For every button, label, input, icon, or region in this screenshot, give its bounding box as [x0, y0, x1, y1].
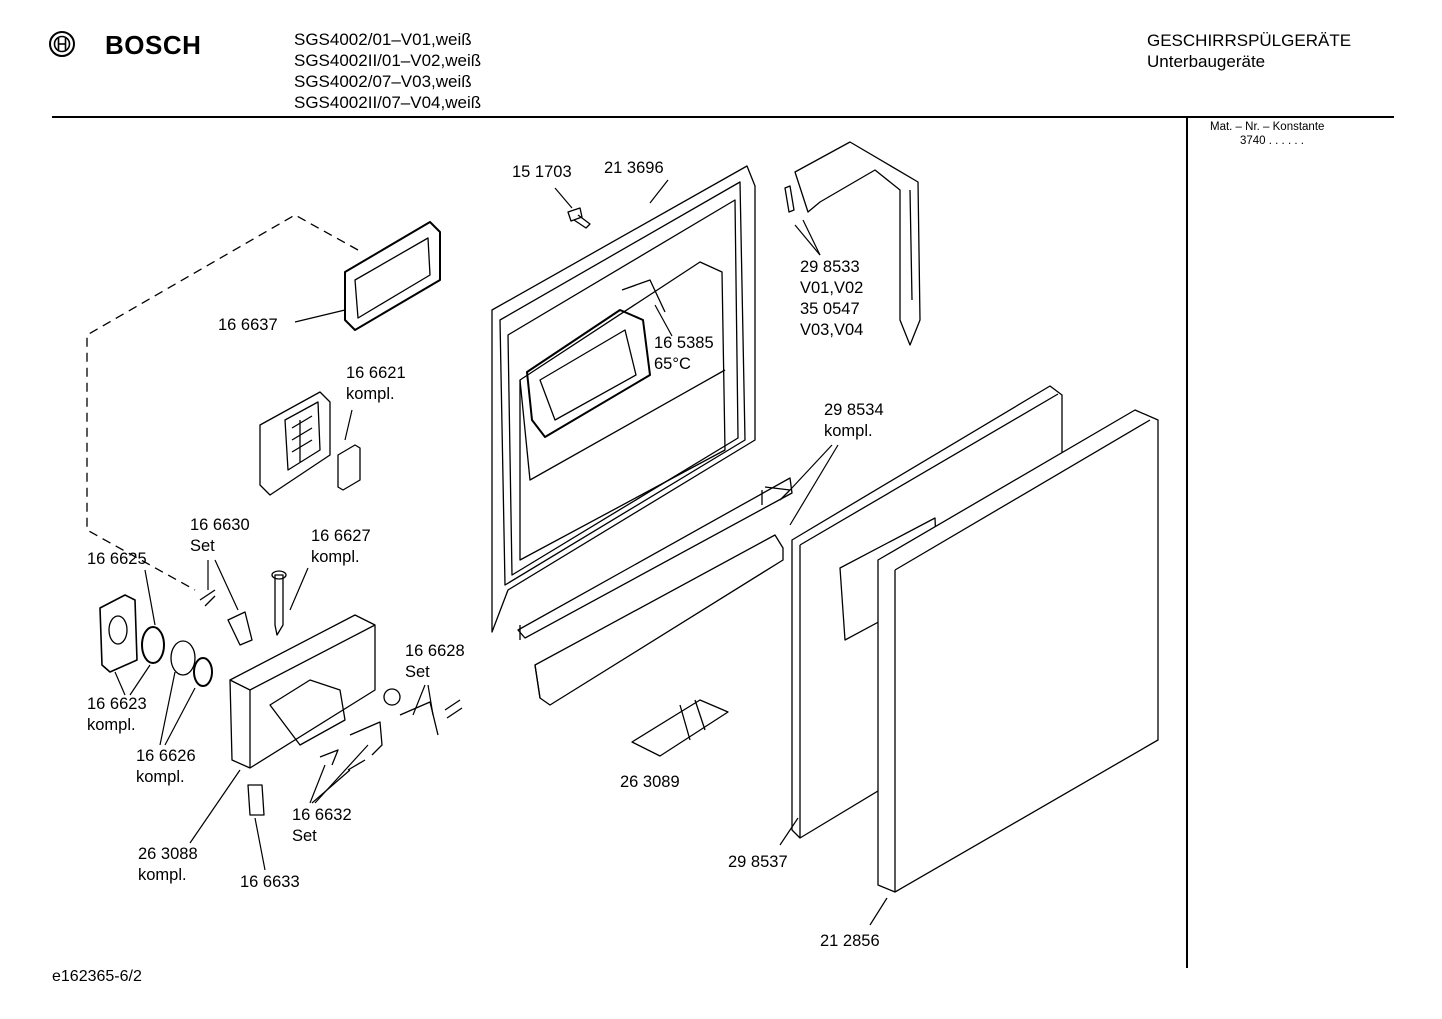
detergent-dispenser	[229, 614, 376, 769]
sidebar-divider	[1186, 118, 1188, 968]
part-label-166623: 16 6623 kompl.	[87, 695, 147, 734]
dashed-assembly-line	[86, 214, 359, 591]
part-label-166628: 16 6628 Set	[405, 642, 465, 681]
part-label-165385: 16 5385 65°C	[654, 334, 714, 373]
category-title: GESCHIRRSPÜLGERÄTE	[1147, 31, 1352, 50]
detergent-cover	[259, 391, 361, 496]
part-label-213696: 21 3696	[604, 159, 664, 177]
model-line: SGS4002/07–V03,weiß	[294, 72, 472, 91]
part-label-166626: 16 6626 kompl.	[136, 747, 196, 786]
bosch-logo-icon	[49, 31, 75, 57]
material-number-value: 3740 . . . . . .	[1240, 135, 1304, 147]
small-parts-right	[247, 688, 463, 816]
part-label-166625: 16 6625	[87, 550, 147, 568]
header-divider	[52, 116, 1394, 118]
drawing-code: e162365-6/2	[52, 968, 142, 985]
model-list: SGS4002/01–V01,weiß SGS4002II/01–V02,wei…	[294, 29, 481, 113]
brand-name: BOSCH	[105, 30, 202, 60]
part-label-298533: 29 8533 V01,V02 35 0547 V03,V04	[800, 258, 864, 339]
small-parts-left	[99, 570, 287, 687]
side-bracket	[784, 141, 921, 346]
category-subtitle: Unterbaugeräte	[1147, 52, 1266, 71]
part-label-166637: 16 6637	[218, 316, 278, 334]
part-label-166633: 16 6633	[240, 873, 300, 891]
part-label-151703: 15 1703	[512, 163, 572, 181]
screw-part	[567, 207, 591, 229]
part-label-166632: 16 6632 Set	[292, 806, 352, 845]
leader-lines	[114, 179, 888, 926]
model-line: SGS4002II/01–V02,weiß	[294, 51, 482, 70]
part-label-166621: 16 6621 kompl.	[346, 364, 406, 403]
model-line: SGS4002/01–V01,weiß	[294, 30, 472, 49]
material-number-block: Mat. – Nr. – Konstante 3740 . . . . . .	[1210, 120, 1324, 148]
part-label-298537: 29 8537	[728, 853, 788, 871]
model-line: SGS4002II/07–V04,weiß	[294, 93, 482, 112]
category-block: GESCHIRRSPÜLGERÄTE Unterbaugeräte	[1147, 30, 1351, 72]
part-label-263088: 26 3088 kompl.	[138, 845, 198, 884]
part-label-166630: 16 6630 Set	[190, 516, 250, 555]
part-label-263089: 26 3089	[620, 773, 680, 791]
part-label-212856: 21 2856	[820, 932, 880, 950]
decor-panel	[877, 409, 1159, 893]
inner-door-panel	[491, 165, 793, 640]
seal-frame	[344, 221, 441, 331]
part-label-298534: 29 8534 kompl.	[824, 401, 884, 440]
door-catch	[631, 699, 729, 757]
part-label-166627: 16 6627 kompl.	[311, 527, 371, 566]
material-number-label: Mat. – Nr. – Konstante	[1210, 121, 1325, 133]
